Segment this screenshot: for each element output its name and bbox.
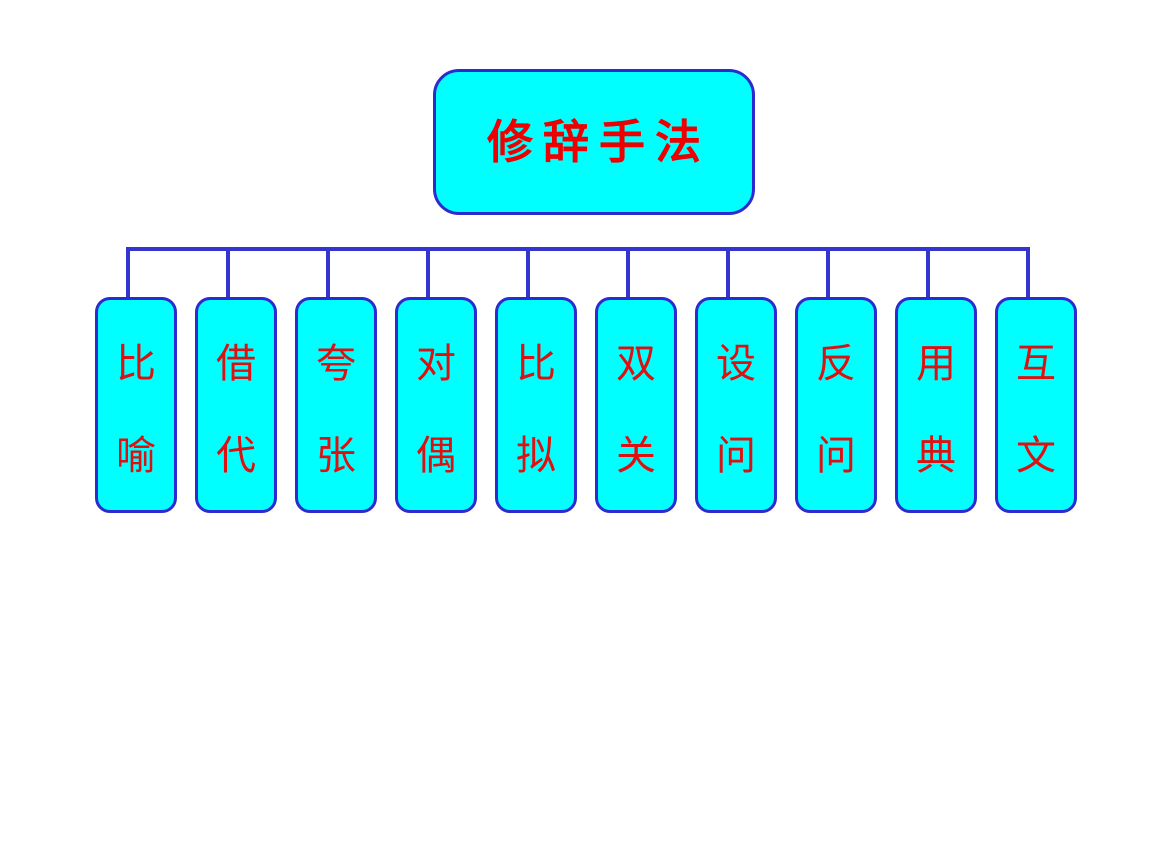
child-node-9: 用典 (895, 297, 977, 513)
child-node-label-char: 典 (916, 433, 956, 479)
child-node-6: 双关 (595, 297, 677, 513)
child-node-3: 夸张 (295, 297, 377, 513)
child-node-label-char: 张 (316, 433, 356, 479)
child-node-label-char: 设 (716, 341, 756, 387)
child-node-label-char: 偶 (416, 433, 456, 479)
child-node-5: 比拟 (495, 297, 577, 513)
connector-path (126, 247, 1030, 301)
root-node-rhetorical-devices: 修辞手法 (433, 69, 755, 215)
child-node-1: 比喻 (95, 297, 177, 513)
child-node-label-char: 反 (816, 341, 856, 387)
child-node-label-char: 代 (216, 433, 256, 479)
child-node-label-char: 问 (716, 433, 756, 479)
child-node-label-char: 问 (816, 433, 856, 479)
child-node-label-char: 借 (216, 341, 256, 387)
child-node-label-char: 文 (1016, 433, 1056, 479)
child-node-2: 借代 (195, 297, 277, 513)
root-node-label: 修辞手法 (487, 115, 711, 169)
child-node-label-char: 比 (516, 341, 556, 387)
child-node-7: 设问 (695, 297, 777, 513)
child-node-label-char: 双 (616, 341, 656, 387)
child-node-label-char: 关 (616, 433, 656, 479)
child-node-label-char: 拟 (516, 433, 556, 479)
child-node-label-char: 用 (916, 341, 956, 387)
child-node-10: 互文 (995, 297, 1077, 513)
child-node-label-char: 比 (116, 341, 156, 387)
child-node-label-char: 互 (1016, 341, 1056, 387)
child-node-label-char: 夸 (316, 341, 356, 387)
child-node-8: 反问 (795, 297, 877, 513)
child-node-label-char: 对 (416, 341, 456, 387)
child-node-label-char: 喻 (116, 433, 156, 479)
child-node-4: 对偶 (395, 297, 477, 513)
